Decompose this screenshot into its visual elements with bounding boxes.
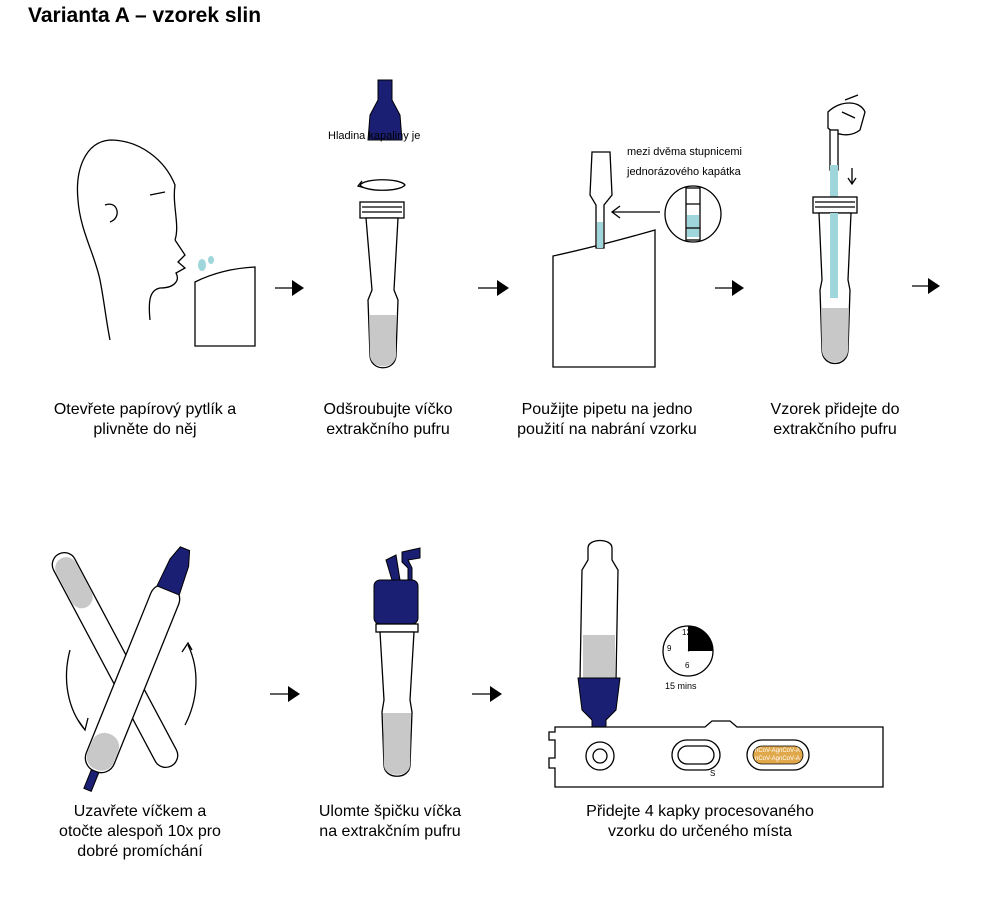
hand [827, 94, 866, 136]
dropper-tube [577, 539, 621, 736]
head-illustration [76, 139, 187, 341]
paper-bag-2 [552, 229, 656, 368]
step-6-caption: Ulomte špičku víčka na extrakčním pufru [295, 802, 485, 842]
timer-mark-12: 12 [682, 628, 691, 637]
timer-mark-6: 6 [685, 661, 690, 670]
result-window-text: nCoV-AgnCoV-A [755, 756, 800, 762]
buffer-cap [367, 79, 403, 141]
caption-line: použití na nabrání vzorku [517, 421, 697, 438]
result-window-text: nCoV-AgnCoV-A [755, 748, 800, 754]
timer-mark-9: 9 [667, 644, 672, 653]
step-arrow-2 [478, 280, 509, 296]
step-arrow-6 [472, 686, 502, 702]
step-3-caption: Použijte pipetu na jedno použití na nabr… [492, 400, 722, 440]
page-title: Varianta A – vzorek slin [28, 4, 262, 27]
buffer-tube-open [359, 201, 405, 369]
saliva-drops [198, 256, 214, 271]
pipette-note-line: mezi dvěma stupnicemi [627, 146, 742, 158]
step-1-caption: Otevřete papírový pytlík a plivněte do n… [30, 400, 260, 440]
caption-line: Ulomte špičku víčka [318, 803, 462, 820]
step-arrow-5 [270, 686, 300, 702]
step-7-caption: Přidejte 4 kapky procesovaného vzorku do… [550, 802, 850, 842]
step-5-caption: Uzavřete víčkem a otočte alespoň 10x pro… [40, 802, 240, 862]
liquid-level-note: Hladina kapaliny je [328, 130, 421, 142]
caption-line: extrakčního pufru [326, 421, 450, 438]
unscrew-arrow [356, 179, 406, 191]
down-arrow [847, 168, 857, 186]
caption-line: dobré promíchání [77, 843, 203, 860]
mixing-tubes [51, 546, 197, 792]
caption-line: otočte alespoň 10x pro [59, 823, 221, 840]
timer-label: 15 mins [665, 681, 697, 691]
buffer-tube-4 [812, 196, 858, 365]
step-arrow-1 [275, 280, 304, 296]
caption-line: na extrakčním pufru [319, 823, 461, 840]
caption-line: plivněte do něj [93, 421, 197, 438]
capped-tube [373, 547, 421, 777]
pipette [589, 151, 613, 249]
pipette-note-line: jednorázového kapátka [627, 166, 741, 178]
step-2-caption: Odšroubujte víčko extrakčního pufru [298, 400, 478, 440]
paper-bag [194, 266, 256, 347]
test-cassette [548, 720, 884, 788]
caption-line: Použijte pipetu na jedno [521, 401, 693, 418]
pointer-arrow [610, 205, 660, 219]
caption-line: Vzorek přidejte do [770, 401, 900, 418]
step-arrow-3 [715, 280, 744, 296]
caption-line: Uzavřete víčkem a [73, 803, 207, 820]
caption-line: Přidejte 4 kapky procesovaného [586, 803, 814, 820]
caption-line: extrakčního pufru [773, 421, 897, 438]
pipette-note: mezi dvěma stupnicemi jednorázového kapá… [627, 142, 742, 182]
caption-line: Otevřete papírový pytlík a [53, 401, 237, 418]
zoom-circle [664, 185, 722, 243]
step-4-caption: Vzorek přidejte do extrakčního pufru [745, 400, 925, 440]
caption-line: Odšroubujte víčko [323, 401, 453, 418]
step-arrow-4 [912, 278, 940, 294]
timer-clock-icon [662, 625, 714, 677]
caption-line: vzorku do určeného místa [607, 823, 793, 840]
sample-well-label: S [710, 769, 716, 778]
